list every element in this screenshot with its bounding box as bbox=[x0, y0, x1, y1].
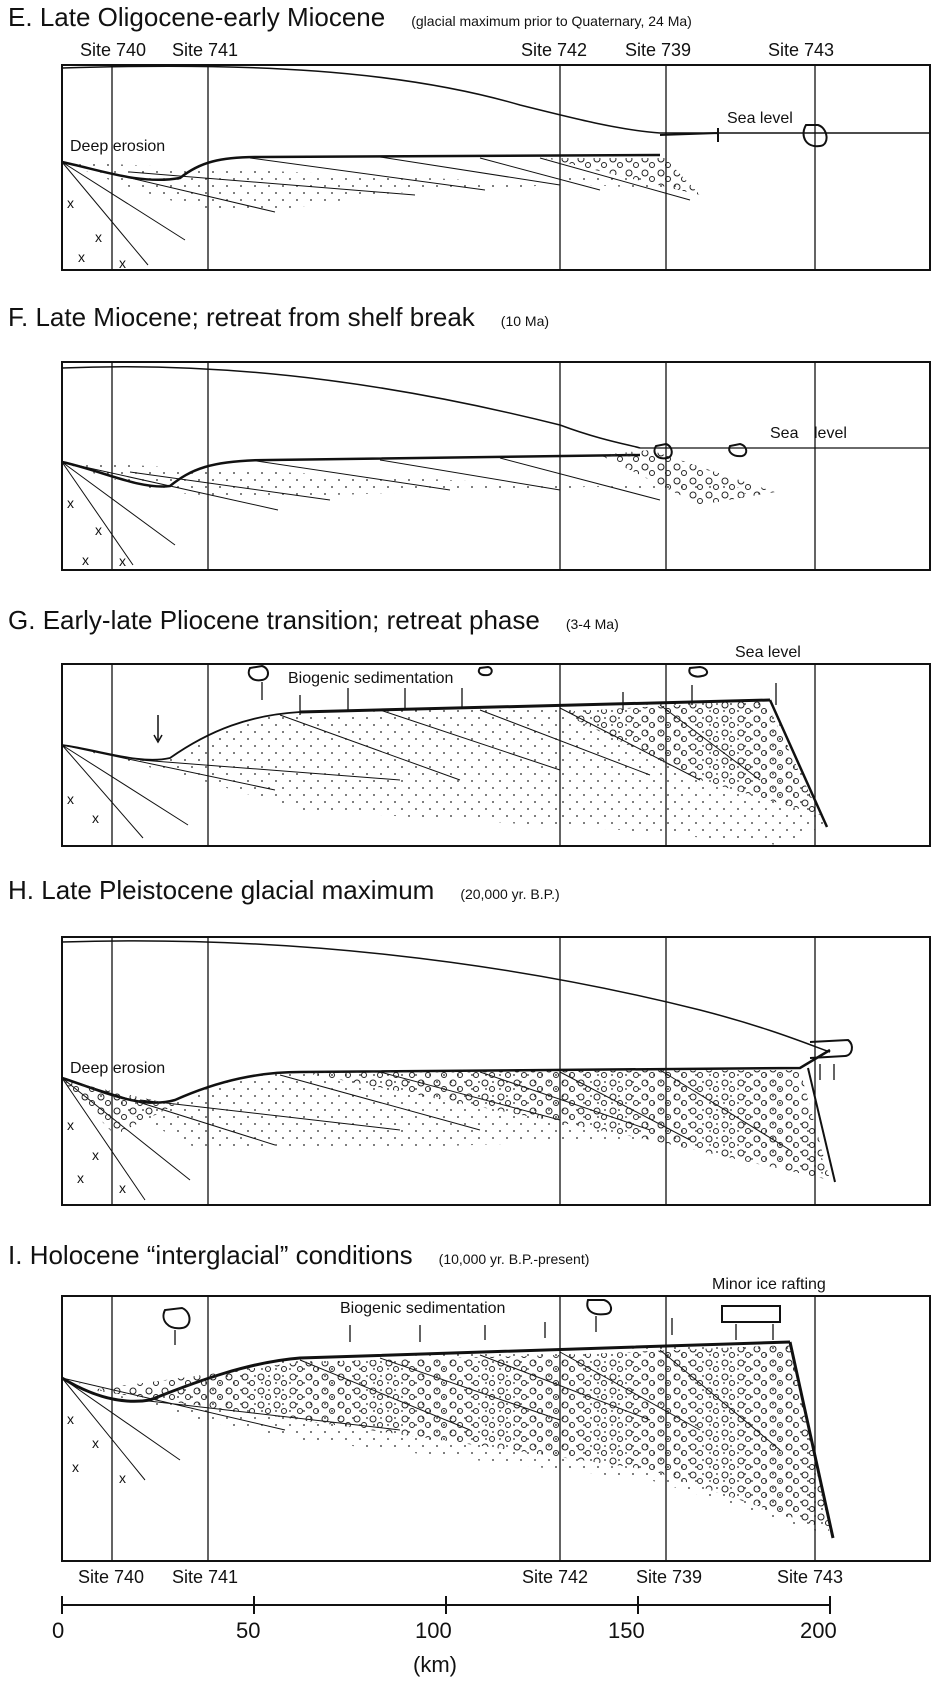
panel-e-section: x x x x bbox=[61, 64, 931, 271]
axis-tick-150: 150 bbox=[608, 1618, 645, 1643]
svg-text:x: x bbox=[119, 255, 126, 271]
site-741-label: Site 741 bbox=[172, 1567, 239, 1587]
svg-text:x: x bbox=[72, 1459, 79, 1475]
axis-unit-label: (km) bbox=[413, 1652, 457, 1677]
axis-tick-200: 200 bbox=[800, 1618, 837, 1643]
svg-text:x: x bbox=[92, 1435, 99, 1451]
site-742-label: Site 742 bbox=[522, 1567, 589, 1587]
site-743-label: Site 743 bbox=[777, 1567, 844, 1587]
panel-i-section: x x x x bbox=[61, 1295, 931, 1562]
svg-text:x: x bbox=[67, 495, 74, 511]
svg-text:x: x bbox=[119, 553, 126, 569]
panel-h-section: x x x x bbox=[61, 936, 931, 1206]
level-label: level bbox=[814, 425, 847, 442]
distance-axis bbox=[61, 1596, 831, 1614]
panel-f-title: F. Late Miocene; retreat from shelf brea… bbox=[8, 302, 550, 332]
svg-text:x: x bbox=[77, 1170, 84, 1186]
svg-text:x: x bbox=[67, 791, 74, 807]
svg-text:x: x bbox=[95, 522, 102, 538]
site-741-label: Site 741 bbox=[172, 40, 239, 60]
svg-text:x: x bbox=[92, 810, 99, 826]
svg-text:x: x bbox=[78, 249, 85, 265]
panel-g-title: G. Early-late Pliocene transition; retre… bbox=[8, 605, 619, 635]
sea-level-label: Sea level bbox=[727, 110, 793, 127]
site-739-label: Site 739 bbox=[625, 40, 692, 60]
sea-label: Sea bbox=[770, 425, 799, 442]
svg-text:x: x bbox=[67, 1411, 74, 1427]
svg-text:x: x bbox=[82, 552, 89, 568]
site-742-label: Site 742 bbox=[521, 40, 588, 60]
svg-text:x: x bbox=[92, 1147, 99, 1163]
site-740-label: Site 740 bbox=[80, 40, 147, 60]
svg-text:x: x bbox=[67, 195, 74, 211]
panel-f-section: x x x x bbox=[61, 361, 931, 571]
axis-tick-100: 100 bbox=[415, 1618, 452, 1643]
sea-level-label: Sea level bbox=[735, 644, 801, 661]
site-739-label: Site 739 bbox=[636, 1567, 703, 1587]
axis-tick-50: 50 bbox=[236, 1618, 261, 1643]
panel-h-title: H. Late Pleistocene glacial maximum(20,0… bbox=[8, 875, 560, 905]
deep-erosion-label: Deep erosion bbox=[70, 138, 166, 155]
site-740-label: Site 740 bbox=[78, 1567, 145, 1587]
svg-text:x: x bbox=[95, 229, 102, 245]
biogenic-sedimentation-label: Biogenic sedimentation bbox=[288, 670, 454, 687]
site-743-label: Site 743 bbox=[768, 40, 835, 60]
panel-e-title: E. Late Oligocene-early Miocene(glacial … bbox=[8, 2, 692, 32]
svg-text:x: x bbox=[67, 1117, 74, 1133]
svg-text:x: x bbox=[119, 1180, 126, 1196]
deep-erosion-label: Deep erosion bbox=[70, 1060, 166, 1077]
panel-i-title: I. Holocene “interglacial” conditions(10… bbox=[8, 1240, 590, 1270]
biogenic-sedimentation-label: Biogenic sedimentation bbox=[340, 1300, 506, 1317]
panel-g-section: x x bbox=[61, 663, 931, 847]
minor-ice-rafting-label: Minor ice rafting bbox=[712, 1276, 826, 1293]
svg-text:x: x bbox=[119, 1470, 126, 1486]
axis-tick-0: 0 bbox=[52, 1618, 65, 1643]
